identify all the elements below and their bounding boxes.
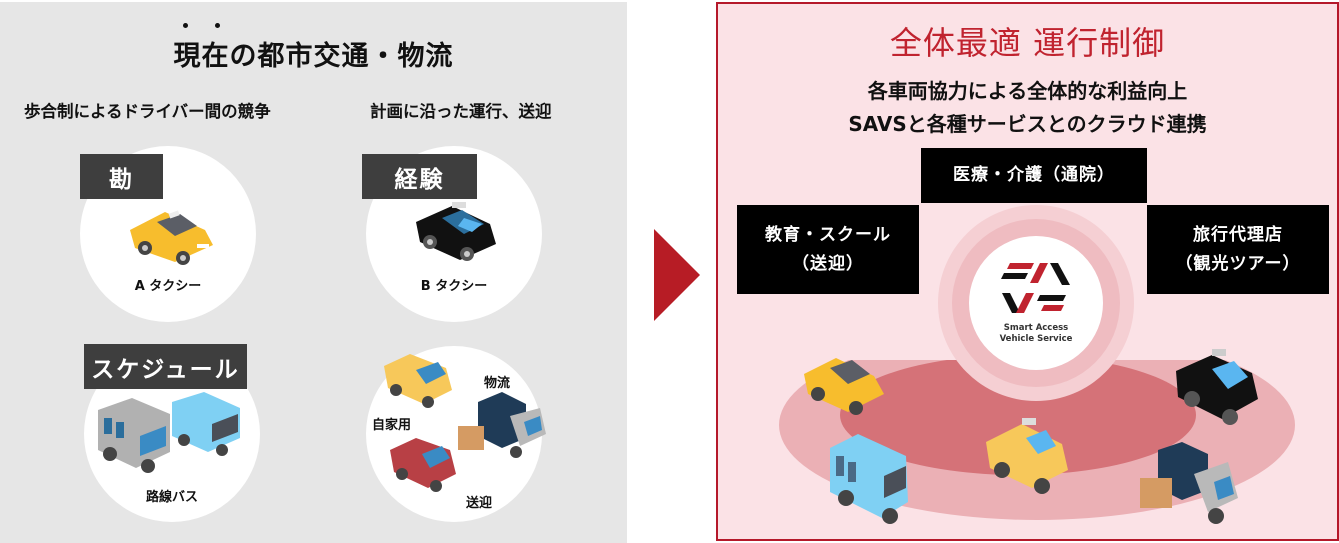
buses-icon bbox=[98, 392, 240, 473]
savs-logo: Smart Access Vehicle Service bbox=[969, 236, 1103, 370]
right-subtitle-benefit: 各車両協力による全体的な利益向上 bbox=[867, 79, 1188, 103]
savs-logo-icon bbox=[1001, 262, 1070, 313]
right-subtitle-cloud: SAVSと各種サービスとのクラウド連携 bbox=[848, 112, 1207, 136]
left-subtitle-competition: 歩合制によるドライバー間の競争 bbox=[24, 102, 271, 121]
service-medical-care: 医療・介護（通院） bbox=[921, 148, 1147, 203]
service-travel-label: 旅行代理店 bbox=[1193, 225, 1283, 246]
left-subtitle-planned: 計画に沿った運行、送迎 bbox=[370, 102, 552, 121]
service-education-sub: （送迎） bbox=[792, 253, 864, 274]
right-panel-title: 全体最適 運行制御 bbox=[889, 24, 1166, 62]
black-taxi-icon bbox=[1176, 349, 1258, 425]
tag-schedule: スケジュール bbox=[84, 344, 247, 389]
tag-intuition: 勘 bbox=[80, 154, 163, 199]
service-education: 教育・スクール （送迎） bbox=[737, 205, 919, 294]
tag-experience: 経験 bbox=[362, 154, 477, 199]
caption-route-bus: 路線バス bbox=[145, 490, 198, 505]
yellow-taxi-icon bbox=[804, 358, 884, 415]
emphasis-dot bbox=[215, 23, 220, 28]
service-travel-sub: （観光ツアー） bbox=[1175, 253, 1301, 274]
logo-line2: Vehicle Service bbox=[999, 334, 1073, 344]
label-logistics: 物流 bbox=[484, 376, 511, 391]
black-taxi-icon bbox=[416, 202, 496, 261]
mixed-vehicles-icon bbox=[384, 354, 546, 492]
delivery-truck-icon bbox=[1140, 442, 1238, 524]
caption-a-taxi: A タクシー bbox=[134, 279, 202, 294]
service-education-label: 教育・スクール bbox=[765, 225, 891, 246]
transition-arrow-icon bbox=[654, 229, 700, 321]
left-panel-title: 現在の都市交通・物流 bbox=[173, 41, 454, 72]
label-private-car: 自家用 bbox=[372, 418, 412, 433]
emphasis-dot bbox=[183, 23, 188, 28]
yellow-taxi-center-icon bbox=[986, 418, 1068, 494]
service-medical-label: 医療・介護（通院） bbox=[953, 165, 1115, 186]
label-pickup: 送迎 bbox=[466, 496, 493, 511]
bus-icon bbox=[830, 434, 908, 524]
caption-b-taxi: B タクシー bbox=[420, 279, 488, 294]
logo-line1: Smart Access bbox=[1003, 322, 1069, 333]
yellow-taxi-icon bbox=[130, 210, 213, 265]
service-travel-agency: 旅行代理店 （観光ツアー） bbox=[1147, 205, 1329, 294]
